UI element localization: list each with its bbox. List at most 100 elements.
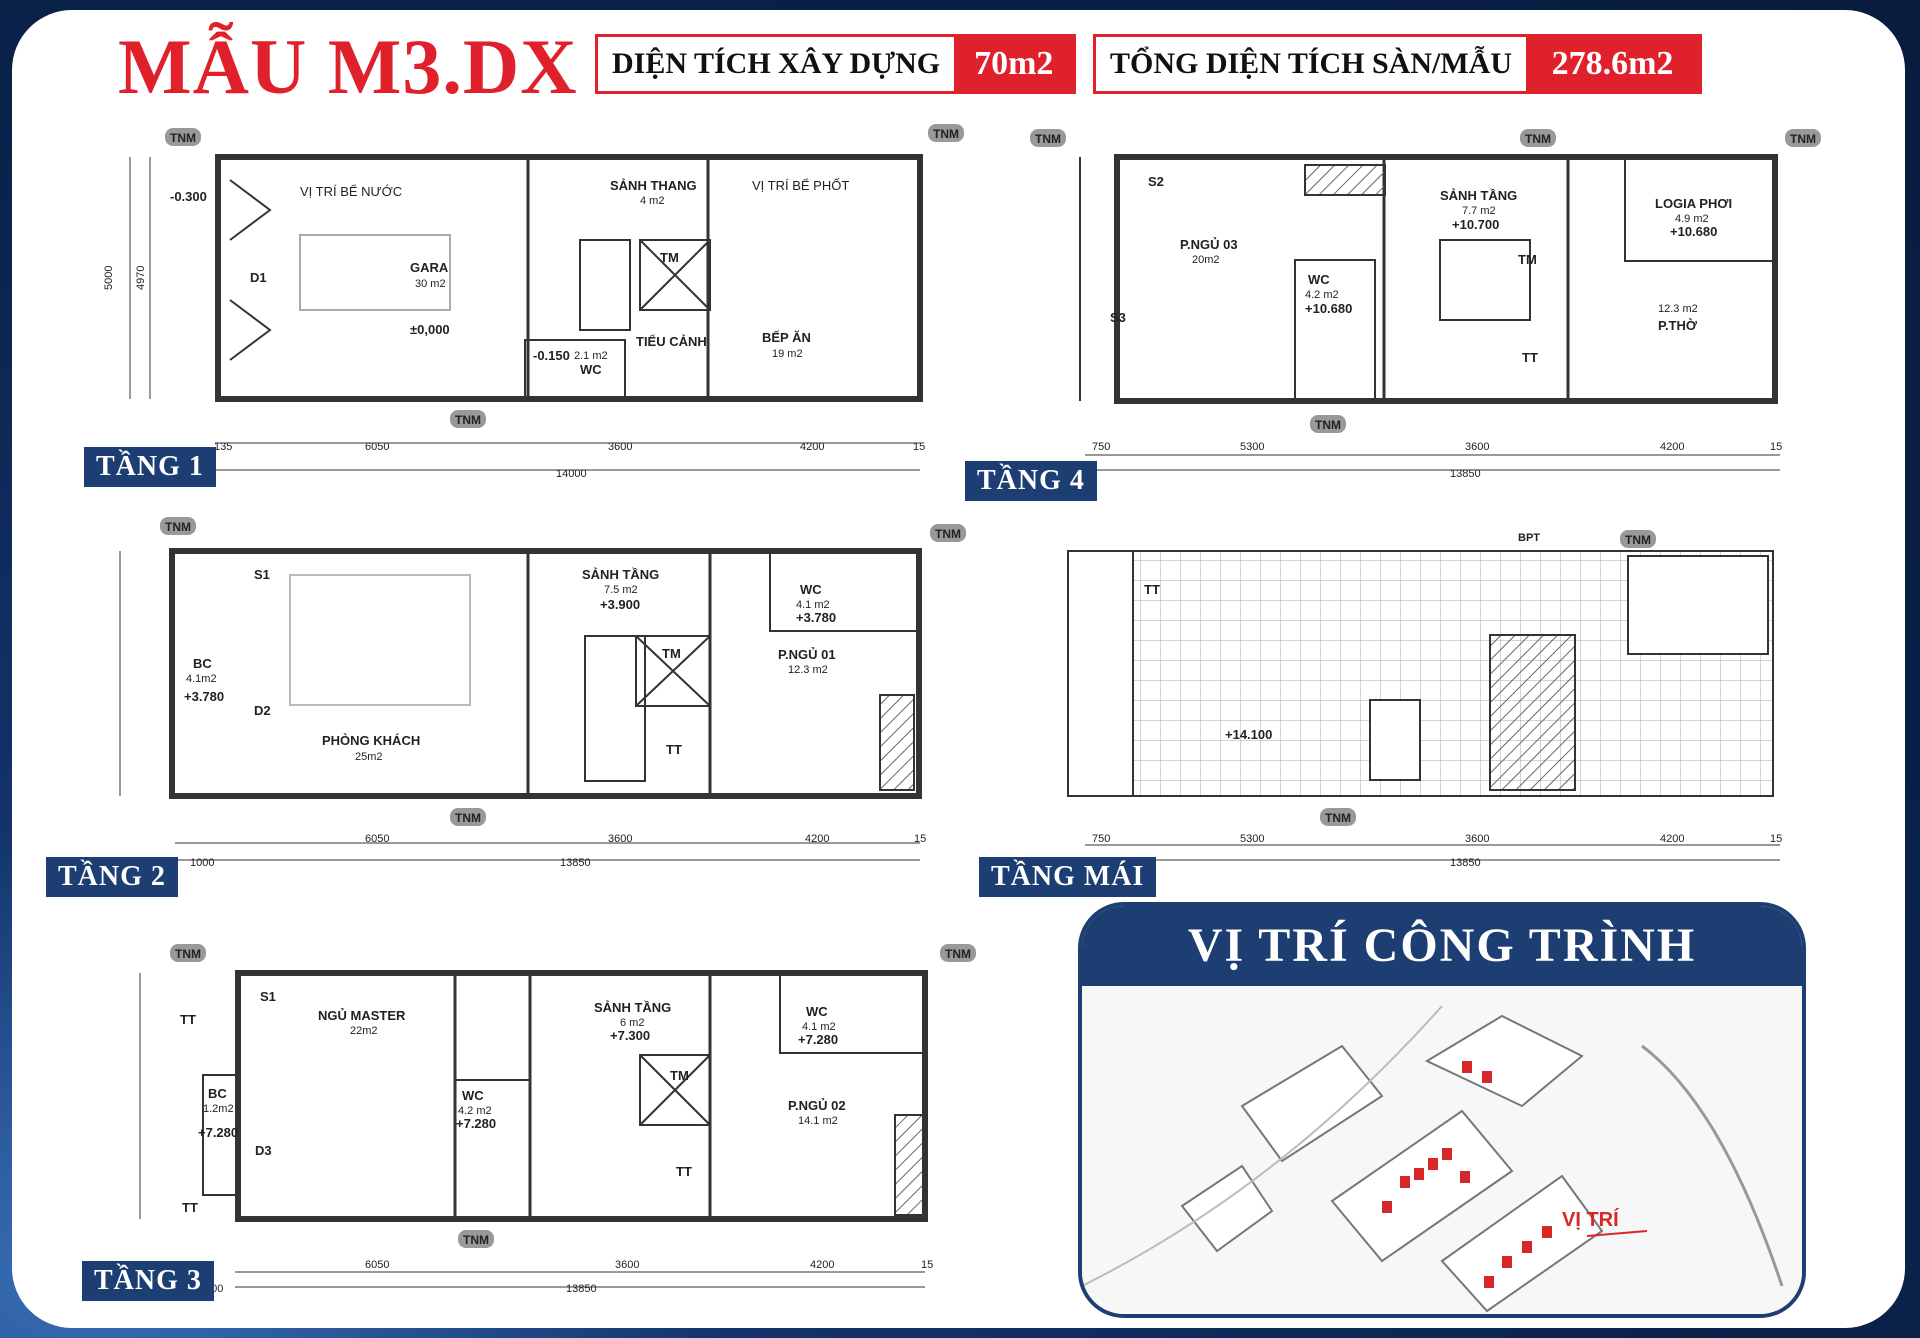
roof-dim-5: 13850 (1450, 857, 1481, 869)
f1-dim-6: 5000 (103, 266, 115, 290)
f4-label-7: P.NGỦ 03 (1180, 237, 1238, 252)
tnm-marker: TNM (450, 808, 486, 826)
f4-label-15: P.THỜ (1658, 318, 1698, 333)
f2-label-9: +3.780 (184, 689, 224, 704)
roof-label-0: TT (1144, 582, 1160, 597)
f1-label-1: GARA (410, 260, 449, 275)
page-title: MẪU M3.DX (118, 23, 578, 110)
f2-label-4: WC (800, 582, 822, 597)
build-area-box: DIỆN TÍCH XÂY DỰNG 70m2 (595, 34, 1076, 94)
f2-label-12: P.NGỦ 01 (778, 647, 836, 662)
f4-dim-4: 15 (1770, 441, 1782, 453)
floor-tag-4: TẦNG 4 (965, 461, 1097, 501)
floor-tag-roof: TẦNG MÁI (979, 857, 1157, 897)
f4-label-4: LOGIA PHƠI (1655, 196, 1732, 211)
f3-label-11: 1.2m2 (203, 1103, 234, 1115)
f2-dim-4: 1000 (190, 857, 214, 869)
roof-dim-1: 5300 (1240, 833, 1264, 845)
build-area-value: 70m2 (954, 37, 1074, 91)
f4-label-11: +10.680 (1305, 301, 1352, 316)
f4-dim-0: 750 (1092, 441, 1110, 453)
f3-labels: S1 NGỦ MASTER 22m2 SẢNH TẦNG 6 m2 +7.300… (180, 989, 933, 1295)
f3-label-1: NGỦ MASTER (318, 1008, 406, 1023)
f3-label-16: +7.280 (456, 1116, 496, 1131)
f3-dim-1: 3600 (615, 1259, 639, 1271)
f3-dim-0: 6050 (365, 1259, 389, 1271)
floor-area-label: TỔNG DIỆN TÍCH SÀN/MẪU (1110, 47, 1512, 80)
tnm-marker: TNM (928, 124, 964, 142)
f4-dim-1: 5300 (1240, 441, 1264, 453)
f4-label-1: SẢNH TẦNG (1440, 188, 1517, 203)
f1-label-4: SẢNH THANG (610, 178, 697, 193)
plan-floor-1 (129, 154, 923, 471)
roof-labels: TT +14.100 BPT 750 5300 3600 4200 15 138… (1092, 532, 1782, 869)
f2-dim-1: 3600 (608, 833, 632, 845)
svg-text:TNM: TNM (1325, 811, 1351, 825)
f4-dim-2: 3600 (1465, 441, 1489, 453)
f3-label-19: 14.1 m2 (798, 1115, 838, 1127)
f3-label-18: P.NGỦ 02 (788, 1098, 846, 1113)
f1-dim-2: 3600 (608, 441, 632, 453)
f2-dim-3: 15 (914, 833, 926, 845)
f1-dim-5: 14000 (556, 468, 587, 480)
svg-text:TNM: TNM (945, 947, 971, 961)
roof-dim-2: 3600 (1465, 833, 1489, 845)
f4-label-13: S3 (1110, 310, 1126, 325)
f2-dim-5: 13850 (560, 857, 591, 869)
f4-label-8: 20m2 (1192, 254, 1220, 266)
f1-labels: VỊ TRÍ BỂ NƯỚC GARA 30 m2 ±0,000 SẢNH TH… (103, 178, 925, 480)
floor-tag-1: TẦNG 1 (84, 447, 216, 487)
f2-label-8: 4.1m2 (186, 673, 217, 685)
tnm-marker: TNM (1520, 129, 1556, 147)
f1-label-14: -0.300 (170, 189, 207, 204)
f4-label-12: TM (1518, 252, 1537, 267)
f3-label-9: TT (180, 1012, 196, 1027)
f1-label-6: VỊ TRÍ BỂ PHỐT (752, 178, 849, 193)
svg-text:TNM: TNM (1790, 132, 1816, 146)
f4-label-9: WC (1308, 272, 1330, 287)
svg-text:TNM: TNM (165, 520, 191, 534)
f3-label-14: WC (462, 1088, 484, 1103)
plan-floor-roof (1067, 550, 1780, 861)
svg-text:TNM: TNM (1315, 418, 1341, 432)
f1-dim-1: 6050 (365, 441, 389, 453)
svg-text:TNM: TNM (463, 1233, 489, 1247)
f2-label-0: S1 (254, 567, 270, 582)
tnm-markers: TNM TNM TNM TNM TNM TNM TNM TNM TNM TNM … (160, 124, 1821, 1248)
build-area-label: DIỆN TÍCH XÂY DỰNG (612, 47, 941, 80)
f4-label-5: 4.9 m2 (1675, 213, 1709, 225)
f2-label-15: 25m2 (355, 751, 383, 763)
f4-labels: S2 SẢNH TẦNG 7.7 m2 +10.700 LOGIA PHƠI 4… (1092, 174, 1782, 480)
f2-label-14: PHÒNG KHÁCH (322, 733, 420, 748)
f1-dim-0: 135 (214, 441, 232, 453)
f3-label-13: D3 (255, 1143, 272, 1158)
roof-label-1: +14.100 (1225, 727, 1272, 742)
svg-text:TNM: TNM (1525, 132, 1551, 146)
location-title: VỊ TRÍ CÔNG TRÌNH (1082, 906, 1802, 986)
f1-label-12: 2.1 m2 (574, 350, 608, 362)
f1-label-2: 30 m2 (415, 278, 446, 290)
svg-text:TNM: TNM (1625, 533, 1651, 547)
f2-dim-2: 4200 (805, 833, 829, 845)
plan-floor-3 (139, 970, 928, 1288)
tnm-marker: TNM (450, 410, 486, 428)
f4-label-14: 12.3 m2 (1658, 303, 1698, 315)
f4-label-3: +10.700 (1452, 217, 1499, 232)
tnm-marker: TNM (1030, 129, 1066, 147)
f2-label-3: +3.900 (600, 597, 640, 612)
tnm-marker: TNM (940, 944, 976, 962)
f3-label-21: TT (182, 1200, 198, 1215)
f3-dim-3: 15 (921, 1259, 933, 1271)
f3-label-7: 4.1 m2 (802, 1021, 836, 1033)
plan-floor-4 (1079, 154, 1780, 471)
svg-text:TNM: TNM (1035, 132, 1061, 146)
f4-label-2: 7.7 m2 (1462, 205, 1496, 217)
f3-label-0: S1 (260, 989, 276, 1004)
tnm-marker: TNM (1320, 808, 1356, 826)
f2-labels: S1 SẢNH TẦNG 7.5 m2 +3.900 WC 4.1 m2 +3.… (184, 567, 926, 869)
f1-label-10: 19 m2 (772, 348, 803, 360)
floor-tag-3: TẦNG 3 (82, 1261, 214, 1301)
tnm-marker: TNM (1310, 415, 1346, 433)
f1-label-3: ±0,000 (410, 322, 450, 337)
f3-label-4: 6 m2 (620, 1017, 644, 1029)
